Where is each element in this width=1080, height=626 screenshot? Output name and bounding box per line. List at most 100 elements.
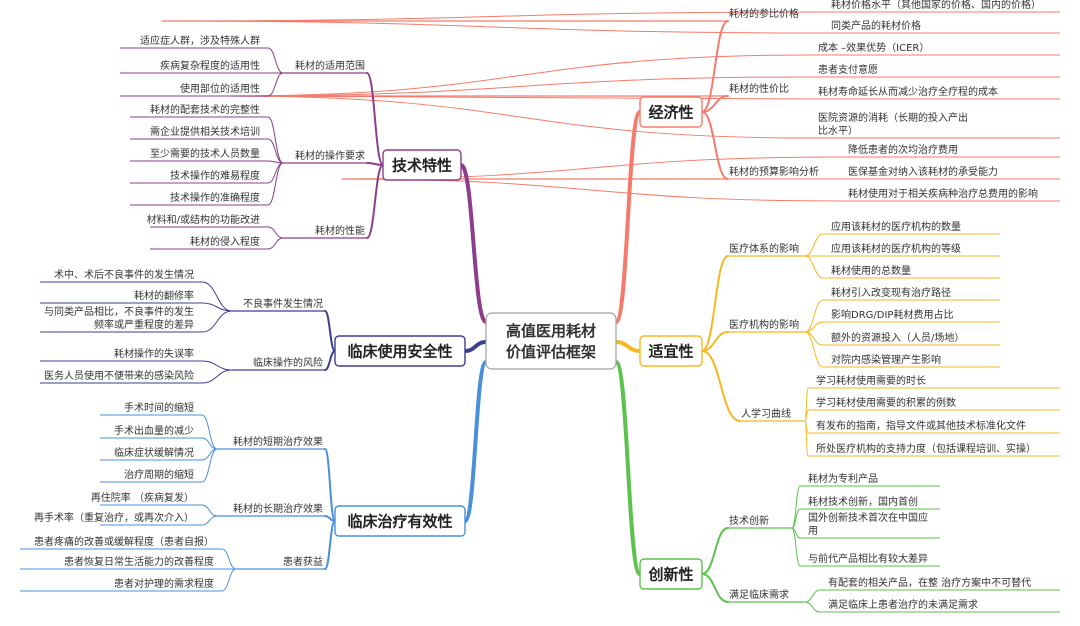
branch-efficacy-sub-2-label: 患者获益 [283,555,323,568]
branch-economy-sub-2-label: 耗材的预算影响分析 [729,165,819,178]
branch-innovation-sub-0-leaf-0-link [791,485,801,529]
branch-suitability-sub-1-leaf-1: 影响DRG/DIP耗材费用占比 [831,308,953,321]
branch-economy-sub-1-leaf-3-link [229,95,811,139]
trunk-efficacy [463,360,488,523]
branch-suitability-sub-0-leaf-0: 应用该耗材的医疗机构的数量 [831,220,961,233]
branch-economy-sub-2-leaf-2: 耗材使用对于相关疾病种治疗总费用的影响 [848,187,1038,200]
branch-innovation-box [639,558,703,590]
branch-technical-sub-1-leaf-1: 需企业提供相关技术培训 [150,125,260,138]
branch-innovation-sub-0-leaf-3-link [791,527,801,567]
branch-economy-sub-0-leaf-0: 耗材价格水平（其他国家的价格、国内的价格） [831,0,1041,11]
branch-efficacy-sub-0-leaf-2: 临床症状缓解情况 [114,446,194,459]
central-topic-line2: 价值评估框架 [506,343,596,361]
branch-suitability-sub-0-leaf-2-link [804,255,824,279]
branch-efficacy-box [334,505,466,537]
branch-technical-sub-2-link [366,164,384,239]
branch-economy-sub-1-leaf-3: 医院资源的消耗（长期的投入产出比水平） [818,111,968,137]
branch-economy-sub-2-leaf-2-link [341,178,841,202]
branch-suitability-sub-0-leaf-1: 应用该耗材的医疗机构的等级 [831,242,961,255]
branch-efficacy-sub-2-link [324,520,336,570]
branch-innovation-sub-0-leaf-0: 耗材为专利产品 [808,472,878,485]
branch-innovation-sub-1-link [701,573,729,603]
branch-suitability-sub-0-leaf-2: 耗材使用的总数量 [831,264,911,277]
branch-safety-sub-1-label: 临床操作的风险 [253,356,323,369]
branch-suitability-title: 适宜性 [648,343,693,361]
branch-technical-sub-2-label: 耗材的性能 [315,224,365,237]
branch-technical-sub-0-leaf-1: 疾病复杂程度的适用性 [160,59,260,72]
branch-technical-title: 技术特性 [392,157,452,175]
branch-suitability-sub-1-leaf-2-link [804,331,824,346]
branch-economy-sub-0-label: 耗材的参比价格 [729,7,799,20]
central-topic-line1: 高值医用耗材 [506,322,596,340]
branch-efficacy-sub-0-link [324,448,336,522]
branch-innovation-sub-1-leaf-0: 有配套的相关产品，在整 治疗方案中不可替代 [828,576,1031,589]
branch-safety-sub-0-leaf-2: 与同类产品相比，不良事件的发生频率或严重程度的差异 [44,305,194,331]
branch-suitability-sub-1-leaf-1-link [804,321,824,333]
branch-efficacy-sub-0-leaf-1: 手术出血量的减少 [114,424,194,437]
branch-safety-sub-0-link [324,310,336,352]
branch-economy-sub-1-leaf-2-link [229,95,811,100]
trunk-innovation [614,360,642,576]
branch-efficacy-sub-0-label: 耗材的短期治疗效果 [233,435,323,448]
branch-technical-sub-0-link [366,72,384,166]
connector-lines [20,11,1060,613]
branch-suitability-sub-2-leaf-2: 有发布的指南，指导文件或其他技术标准化文件 [816,419,1026,432]
branch-innovation-sub-1-leaf-0-link [804,589,821,603]
branch-technical-sub-1-leaf-1-link [267,138,284,164]
branch-efficacy-sub-2-leaf-1: 患者恢复日常生活能力的改善程度 [64,555,214,568]
branch-technical-sub-0-leaf-2: 使用部位的适用性 [180,82,260,95]
branch-efficacy-sub-2-leaf-0-link [221,548,237,570]
branch-technical-sub-1-leaf-4-link [267,162,284,206]
branch-economy-sub-1-leaf-2: 耗材寿命延长从而减少治疗全疗程的成本 [818,85,998,98]
branch-economy-box [639,96,703,128]
branch-economy-title: 经济性 [648,104,693,122]
trunk-economy [614,110,642,324]
branch-technical-box [382,149,462,181]
branch-economy-sub-1-leaf-0: 成本 –效果优势（ICER） [818,41,929,54]
branch-technical-sub-2-leaf-0-link [267,226,284,239]
branch-efficacy-title: 临床治疗有效性 [347,513,452,531]
trunk-technical [459,163,488,324]
branch-technical-sub-1-label: 耗材的操作要求 [295,149,365,162]
branch-efficacy-sub-2-leaf-2: 患者对护理的需求程度 [114,577,214,590]
branch-innovation-sub-0-link [701,527,729,575]
branch-safety-sub-1-leaf-0: 耗材操作的失误率 [114,347,194,360]
branch-suitability-sub-1-label: 医疗机构的影响 [729,318,799,331]
trunk-suitability [614,340,642,353]
branch-safety-title: 临床使用安全性 [347,343,452,361]
branch-suitability-sub-2-leaf-1: 学习耗材使用需要的积累的例数 [816,396,956,409]
branch-technical-sub-1-leaf-2: 至少需要的技术人员数量 [150,147,260,160]
branch-efficacy-sub-0-leaf-3-link [201,448,218,483]
branch-innovation-sub-0-label: 技术创新 [729,514,769,527]
branch-efficacy-sub-1-leaf-0-link [201,504,218,517]
branch-suitability-sub-1-link [701,331,729,352]
branch-technical-sub-0-leaf-2-link [267,72,284,97]
branch-technical-sub-1-leaf-4: 技术操作的准确程度 [170,191,260,204]
branch-innovation-sub-1-leaf-1-link [804,601,821,613]
branch-technical-sub-2-leaf-1-link [267,237,284,250]
branch-suitability-sub-1-leaf-3: 对院内感染管理产生影响 [831,353,941,366]
branch-technical-sub-1-leaf-0: 耗材的配套技术的完整性 [150,103,260,116]
branch-innovation-sub-1-label: 满足临床需求 [729,588,789,601]
branch-safety-sub-1-leaf-1: 医务人员使用不便带来的感染风险 [44,369,194,382]
branch-suitability-sub-0-leaf-0-link [804,233,824,257]
branch-safety-sub-1-leaf-1-link [201,369,233,384]
branch-innovation-sub-0-leaf-3: 与前代产品相比有较大差异 [808,552,928,565]
branch-safety-box [334,335,466,367]
branch-technical-sub-1-leaf-0-link [267,116,284,164]
branch-efficacy-sub-0-leaf-0: 手术时间的缩短 [124,401,194,414]
branch-efficacy-sub-2-leaf-0: 患者疼痛的改善或缓解程度（患者自报） [34,535,214,548]
branch-suitability-sub-1-leaf-3-link [804,331,824,368]
branch-suitability-sub-2-label: 人学习曲线 [741,407,791,420]
branch-technical-sub-0-leaf-0: 适应症人群，涉及特殊人群 [140,34,260,47]
branch-safety-sub-0-label: 不良事件发生情况 [243,297,323,310]
branch-economy-sub-2-leaf-0: 降低患者的次均治疗费用 [848,143,958,156]
branch-efficacy-sub-0-leaf-1-link [201,437,218,450]
branch-economy-sub-0-link [701,20,729,113]
branch-economy-sub-1-label: 耗材的性价比 [729,82,789,95]
branch-economy-sub-1-leaf-0-link [229,54,811,97]
branch-suitability-sub-0-link [701,255,729,352]
branch-safety-sub-0-leaf-0: 术中、术后不良事件的发生情况 [54,268,194,281]
branch-innovation-sub-0-leaf-1: 耗材技术创新，国内首创 [808,495,918,508]
